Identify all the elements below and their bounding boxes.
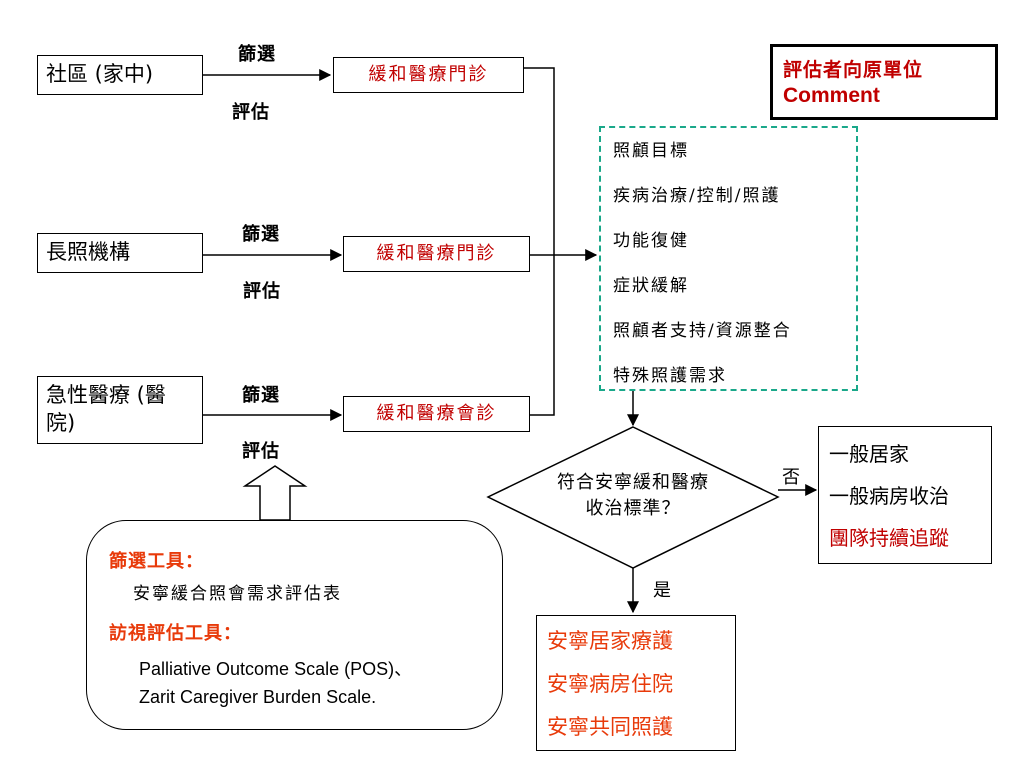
care-goal-item: 疾病治療/控制/照護 (613, 186, 781, 206)
edge-assess-acute: 評估 (242, 441, 280, 462)
screen-tool-item: 安寧緩合照會需求評估表 (133, 584, 342, 604)
yes-outcome-item: 安寧病房住院 (547, 672, 673, 696)
service-acute-box: 緩和醫療會診 (343, 396, 530, 432)
edge-assess-ltc: 評估 (243, 281, 281, 302)
yes-label: 是 (653, 580, 671, 601)
bus-line (524, 67, 555, 416)
service-ltc-label: 緩和醫療門診 (376, 243, 497, 264)
comment-line-2: Comment (783, 84, 880, 107)
edge-screen-community: 篩選 (238, 44, 276, 65)
no-outcome-item: 一般病房收治 (829, 484, 949, 508)
no-outcome-box: 一般居家 一般病房收治 團隊持續追蹤 (818, 426, 992, 564)
visit-tool-item-1: Palliative Outcome Scale (POS)、 (139, 659, 413, 679)
care-goal-item: 症狀緩解 (613, 276, 689, 296)
comment-line-1: 評估者向原單位 (783, 59, 924, 81)
screen-tool-title: 篩選工具： (109, 551, 204, 572)
yes-outcome-item: 安寧居家療護 (547, 629, 673, 653)
source-ltc-box: 長照機構 (37, 233, 203, 273)
hollow-up-arrow (242, 465, 308, 521)
edge-screen-acute: 篩選 (242, 385, 280, 406)
yes-outcome-box: 安寧居家療護 安寧病房住院 安寧共同照護 (536, 615, 736, 751)
service-community-box: 緩和醫療門診 (333, 57, 524, 93)
care-goal-item: 特殊照護需求 (613, 366, 727, 386)
source-community-box: 社區 (家中) (37, 55, 203, 95)
no-outcome-item: 一般居家 (829, 442, 909, 466)
care-goal-item: 照顧目標 (613, 141, 689, 161)
decision-line-1: 符合安寧緩和醫療 (557, 472, 709, 493)
visit-tool-title: 訪視評估工具： (109, 623, 242, 644)
yes-outcome-item: 安寧共同照護 (547, 715, 673, 739)
source-acute-label: 急性醫療 (醫院) (46, 383, 166, 436)
care-goal-item: 照顧者支持/資源整合 (613, 321, 792, 341)
source-community-label: 社區 (家中) (46, 62, 154, 86)
care-goals-box: 照顧目標 疾病治療/控制/照護 功能復健 症狀緩解 照顧者支持/資源整合 特殊照… (599, 126, 858, 391)
decision-text: 符合安寧緩和醫療 收治標準？ (518, 470, 748, 522)
service-community-label: 緩和醫療門診 (368, 64, 489, 85)
care-goal-item: 功能復健 (613, 231, 689, 251)
edge-screen-ltc: 篩選 (242, 224, 280, 245)
no-outcome-item: 團隊持續追蹤 (829, 526, 949, 550)
source-acute-box: 急性醫療 (醫院) (37, 376, 203, 444)
service-ltc-box: 緩和醫療門診 (343, 236, 530, 272)
visit-tool-item-2: Zarit Caregiver Burden Scale. (139, 687, 377, 707)
source-ltc-label: 長照機構 (46, 240, 130, 264)
edge-assess-community: 評估 (232, 102, 270, 123)
decision-line-2: 收治標準？ (585, 498, 681, 519)
no-label: 否 (782, 467, 800, 488)
comment-box: 評估者向原單位 Comment (770, 44, 998, 120)
service-acute-label: 緩和醫療會診 (376, 403, 497, 424)
tools-box: 篩選工具： 安寧緩合照會需求評估表 訪視評估工具： Palliative Out… (86, 520, 503, 730)
